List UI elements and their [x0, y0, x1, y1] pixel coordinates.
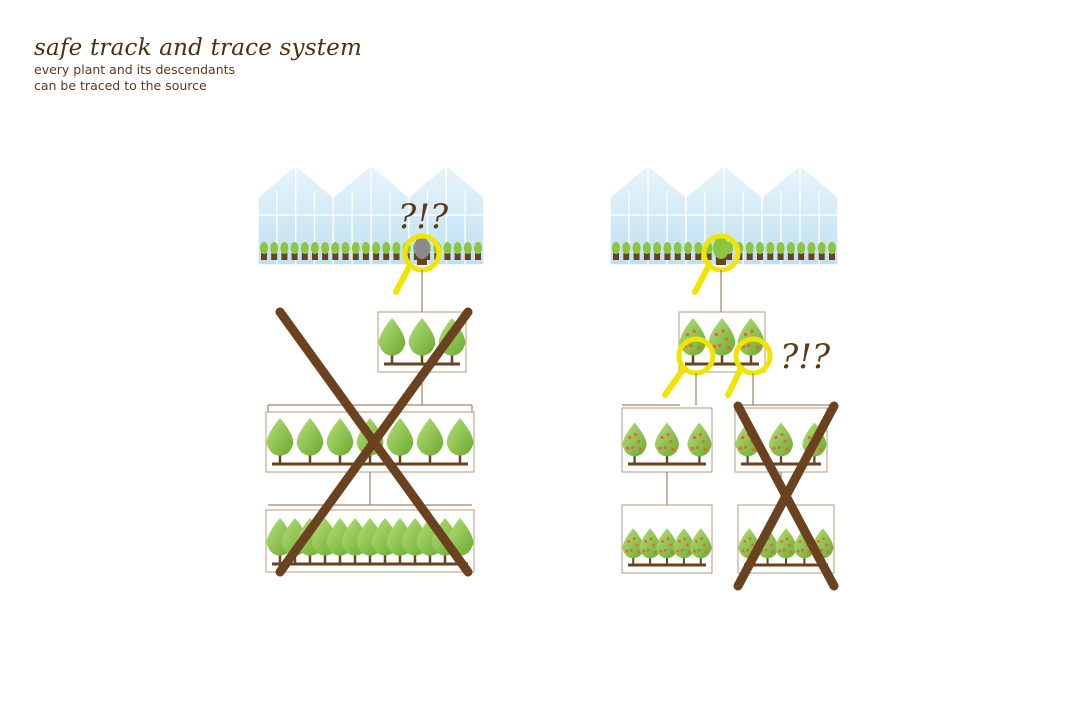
cross-icon	[275, 307, 473, 577]
tree-icon	[690, 528, 712, 565]
tree-icon	[408, 318, 436, 364]
greenhouse-icon	[257, 164, 485, 266]
tree-icon	[266, 418, 294, 464]
plant-bed	[621, 504, 713, 574]
left-scene	[257, 164, 485, 577]
tree-icon	[416, 418, 444, 464]
source-plant	[414, 237, 430, 265]
subtitle-line-2: can be traced to the source	[34, 78, 207, 93]
tree-icon	[687, 422, 712, 464]
source-plant	[713, 237, 729, 265]
tree-icon	[296, 418, 324, 464]
plant-bed	[377, 311, 467, 373]
plant-bed	[621, 407, 713, 473]
tree-icon	[622, 528, 644, 565]
tree-icon	[446, 418, 474, 464]
tree-icon	[655, 422, 679, 464]
greenhouse-icon	[609, 164, 839, 266]
tree-icon	[708, 318, 736, 364]
subtitle-line-1: every plant and its descendants	[34, 62, 236, 77]
tree-icon	[775, 528, 797, 565]
tree-icon	[673, 528, 695, 565]
left-question-mark: ?!?	[398, 197, 449, 237]
tree-icon	[769, 422, 793, 464]
right-scene	[609, 164, 839, 591]
right-question-mark: ?!?	[780, 337, 831, 377]
tree-icon	[639, 528, 661, 565]
tree-icon	[656, 528, 678, 565]
cross-icon	[733, 401, 839, 591]
tree-icon	[622, 422, 647, 464]
page-title: safe track and trace system	[34, 35, 363, 61]
tree-icon	[326, 418, 354, 464]
tree-icon	[378, 318, 406, 364]
tree-icon	[386, 418, 414, 464]
header: safe track and trace system every plant …	[34, 34, 362, 94]
